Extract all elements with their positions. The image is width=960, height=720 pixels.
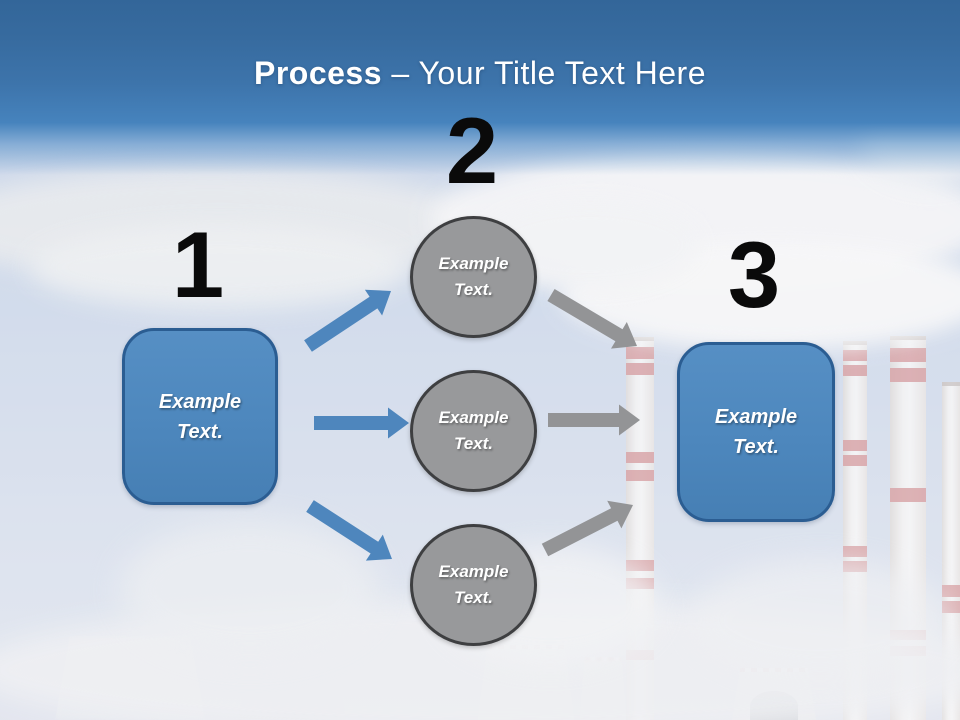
- step3-box-label: Example Text.: [714, 406, 798, 458]
- smokestack-red-stripe: [626, 560, 654, 571]
- step2-circle-3-label: Example Text.: [438, 561, 509, 607]
- smokestack-red-stripe: [890, 348, 926, 362]
- smokestack-red-stripe: [942, 585, 960, 597]
- step2-circle-1: Example Text.: [410, 216, 537, 338]
- step-number-1: 1: [171, 212, 225, 317]
- smoke-cloud: [690, 560, 950, 680]
- smoke-cloud: [30, 225, 410, 310]
- smokestack-red-stripe: [626, 347, 654, 359]
- step2-circle-2: Example Text.: [410, 370, 537, 492]
- smokestack-red-stripe: [843, 350, 867, 361]
- step2-circle-3: Example Text.: [410, 524, 537, 646]
- step1-box: Example Text.: [122, 328, 278, 505]
- arrow-box1-to-circle3: [306, 500, 392, 561]
- smoke-cloud: [120, 520, 380, 660]
- smokestack-red-stripe: [890, 368, 926, 382]
- smokestack-red-stripe: [626, 452, 654, 463]
- arrow-circle1-to-box3: [547, 289, 637, 349]
- arrow-box1-to-circle1: [304, 289, 391, 352]
- step-number-2: 2: [445, 98, 499, 203]
- step-number-3: 3: [727, 222, 781, 327]
- step2-circle-1-label: Example Text.: [438, 253, 509, 299]
- title-rest-text: – Your Title Text Here: [391, 55, 706, 91]
- step1-box-label: Example Text.: [158, 390, 242, 443]
- smokestack-red-stripe: [890, 488, 926, 502]
- title-bold-text: Process: [253, 55, 383, 91]
- smokestack-cap: [626, 337, 654, 341]
- smokestack-red-stripe: [626, 363, 654, 375]
- smokestack-red-stripe: [843, 365, 867, 376]
- step3-box: Example Text.: [677, 342, 835, 522]
- arrow-circle3-to-box3: [541, 500, 633, 557]
- smokestack-red-stripe: [843, 546, 867, 557]
- arrow-box1-to-circle2: [314, 407, 409, 439]
- slide-title: Process – Your Title Text Here: [0, 55, 960, 92]
- step2-circle-2-label: Example Text.: [438, 407, 509, 453]
- smokestack-cap: [942, 382, 960, 386]
- slide-header-band: [0, 0, 960, 175]
- smokestack-red-stripe: [843, 455, 867, 466]
- smokestack-red-stripe: [626, 470, 654, 481]
- smokestack-red-stripe: [843, 440, 867, 451]
- arrow-circle2-to-box3: [548, 404, 640, 436]
